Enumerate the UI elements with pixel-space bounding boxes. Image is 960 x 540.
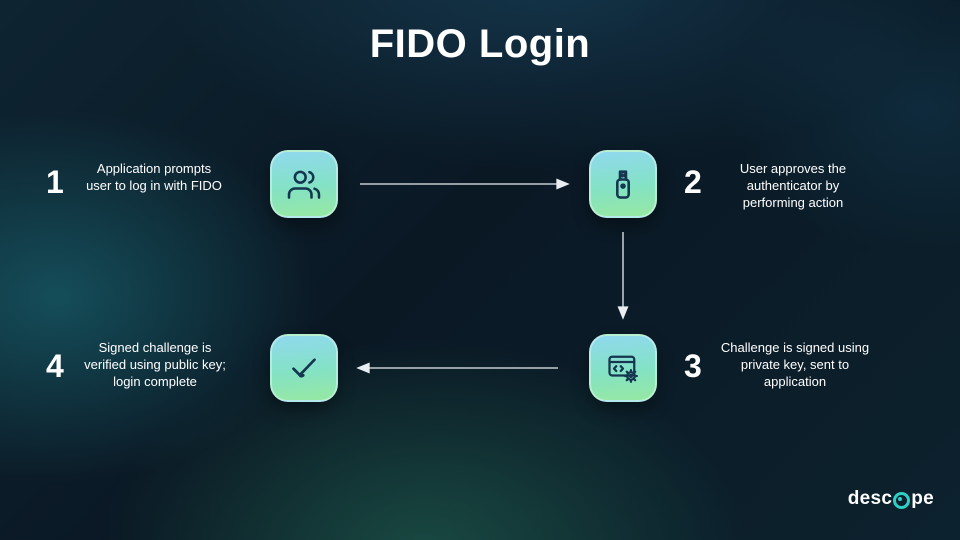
step-1-text: Application prompts user to log in with … [86, 161, 222, 194]
logo-text-left: desc [847, 488, 893, 509]
step-4-number: 4 [46, 348, 64, 384]
step-2-number: 2 [684, 164, 702, 200]
code-window-gear-icon [605, 350, 641, 386]
target-icon [893, 491, 911, 509]
step-1-number: 1 [46, 164, 64, 200]
step-3-card [589, 334, 657, 402]
step-4-text: Signed challenge is verified using publi… [84, 340, 226, 390]
page-title: FIDO Login [369, 22, 591, 66]
step-2-text: User approves the authenticator by perfo… [739, 161, 847, 211]
checkmark-icon [286, 350, 322, 386]
step-1-card [270, 150, 338, 218]
step-3-text: Challenge is signed using private key, s… [720, 340, 870, 390]
logo-text-right: pe [911, 488, 934, 509]
usb-drive-icon [605, 166, 641, 202]
users-icon [286, 166, 322, 202]
step-3-number: 3 [684, 348, 702, 384]
descope-logo: desc pe [848, 488, 934, 510]
step-4-card [270, 334, 338, 402]
step-2-card [589, 150, 657, 218]
